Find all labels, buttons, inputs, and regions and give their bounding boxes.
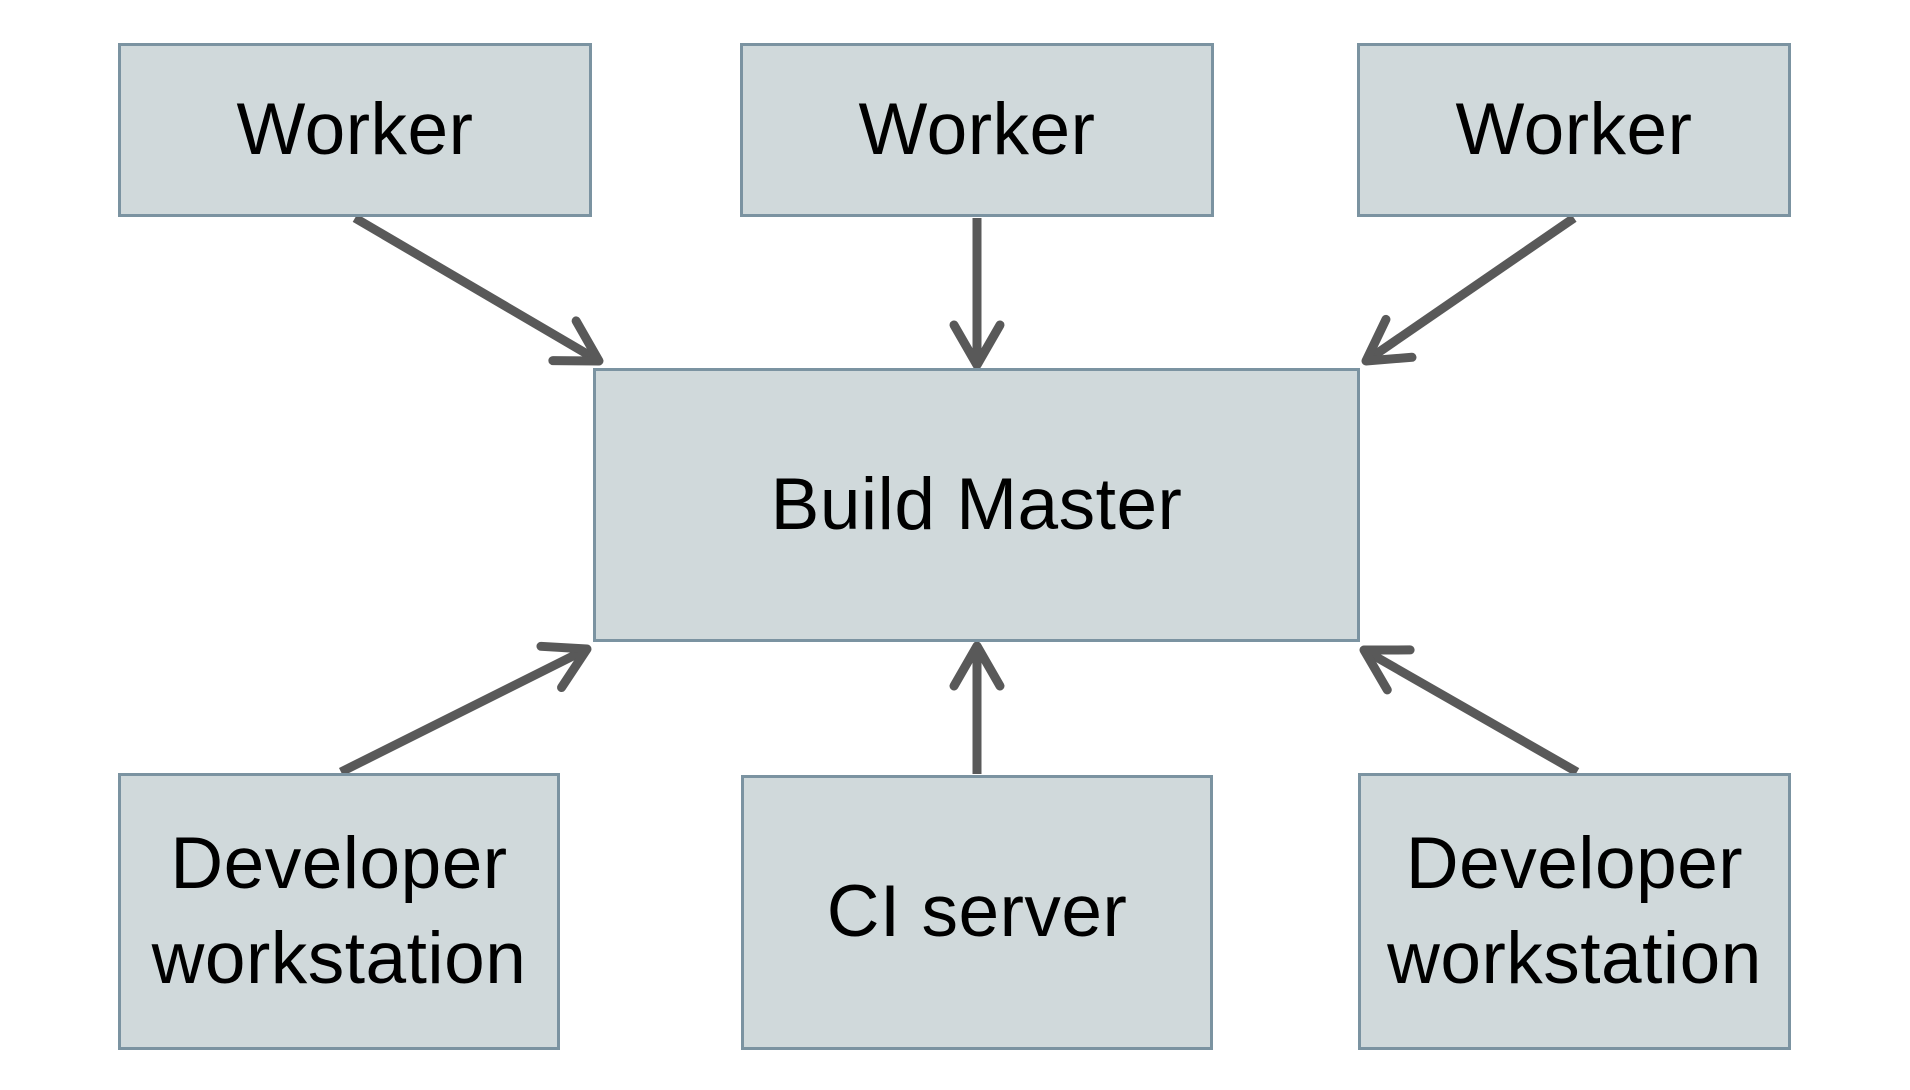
diagram-node-worker-2: Worker [740,43,1214,217]
node-label-worker-1: Worker [236,88,474,170]
diagram-node-worker-1: Worker [118,43,592,217]
node-label-ci-server: CI server [826,871,1128,953]
node-label-worker-3: Worker [1455,88,1693,170]
node-label-developer-workstation-1: Developer workstation [151,822,527,999]
diagram-node-ci-server: CI server [741,775,1213,1050]
diagram-node-developer-workstation-1: Developer workstation [118,773,560,1050]
diagram-node-build-master: Build Master [593,368,1360,642]
node-label-worker-2: Worker [858,88,1096,170]
node-label-build-master: Build Master [770,463,1183,545]
diagram-node-developer-workstation-2: Developer workstation [1358,773,1791,1050]
node-label-developer-workstation-2: Developer workstation [1387,822,1762,999]
diagram-node-worker-3: Worker [1357,43,1791,217]
